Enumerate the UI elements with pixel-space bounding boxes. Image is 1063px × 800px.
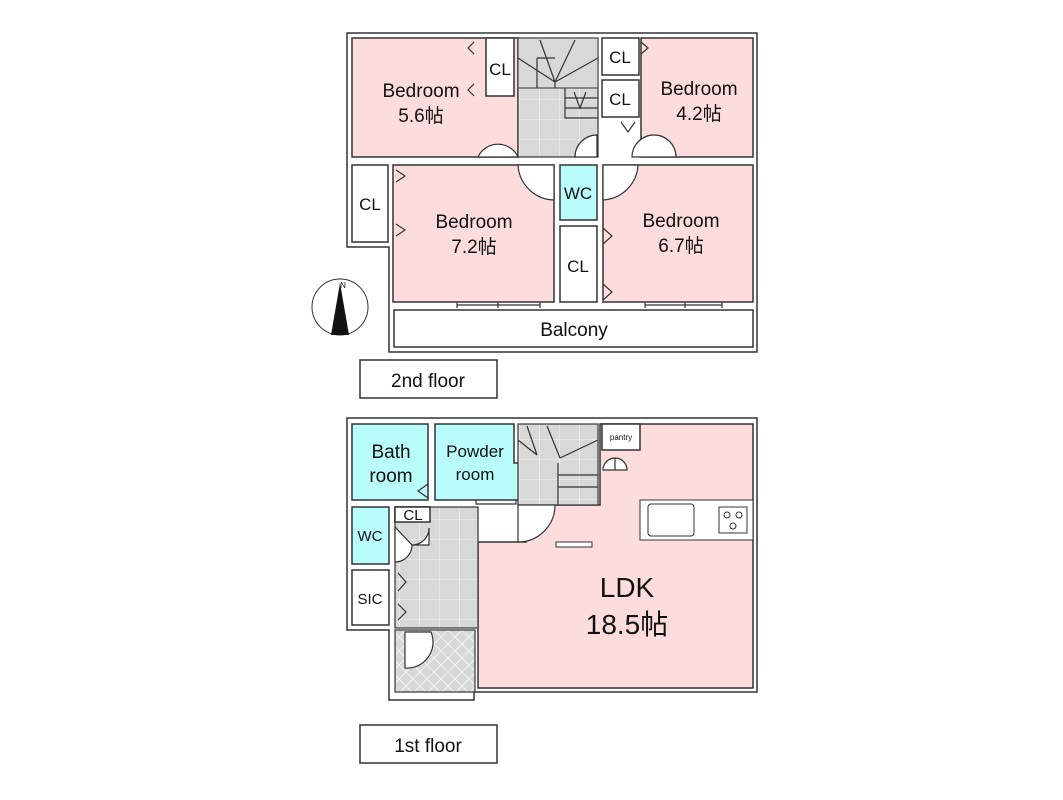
staircase-upper-icon <box>517 37 599 119</box>
bathroom-label: room <box>369 466 412 487</box>
ldk-window-mark <box>555 541 593 548</box>
pantry-door[interactable] <box>602 457 628 471</box>
powder-room-label: Powder <box>446 442 504 461</box>
second-floor-label-box <box>359 359 498 399</box>
pantry <box>601 423 641 451</box>
compass-north-icon: N <box>311 278 369 336</box>
wc-first-floor <box>351 506 390 565</box>
closet-door-marks <box>395 41 649 301</box>
door-bedroom-7-2[interactable] <box>517 164 555 201</box>
bedroom-4-2-size: 4.2帖 <box>676 103 721 125</box>
sic-label: SIC <box>357 591 382 608</box>
ldk-door[interactable] <box>517 504 556 543</box>
window-mark <box>475 500 517 505</box>
pantry-label: pantry <box>610 433 632 442</box>
sic-storage <box>351 569 390 626</box>
sink-icon <box>647 503 695 537</box>
wc-door[interactable] <box>394 525 430 563</box>
closet-label: CL <box>609 48 631 67</box>
window-marks <box>456 302 723 308</box>
closet-ne-lower <box>601 79 640 118</box>
bathroom <box>351 423 429 501</box>
closet-center <box>559 225 598 303</box>
bedroom-5-6-label: Bedroom <box>382 81 459 102</box>
ldk-size: 18.5帖 <box>586 609 669 640</box>
bathroom-label: Bath <box>371 442 410 463</box>
wc-label: WC <box>564 184 592 203</box>
bedroom-4-2-label: Bedroom <box>660 79 737 100</box>
closet-first-floor-box <box>394 506 431 523</box>
closet-label: CL <box>403 507 422 524</box>
kitchen-counter <box>639 499 754 541</box>
balcony <box>393 309 754 348</box>
closet-label: CL <box>489 60 511 79</box>
closet-label: CL <box>609 90 631 109</box>
door-bedroom-4-2[interactable] <box>631 134 677 158</box>
first-floor-plan: Bath room Powder room pantry WC CL SIC L… <box>346 417 758 764</box>
closet-label: CL <box>359 195 381 214</box>
bedroom-5-6-size: 5.6帖 <box>398 105 443 127</box>
balcony-label: Balcony <box>540 320 608 341</box>
wc-label: WC <box>358 528 383 545</box>
closet-ne-upper <box>601 37 640 76</box>
first-floor-label: 1st floor <box>394 736 462 757</box>
ldk-label: LDK <box>600 572 655 603</box>
hallway <box>394 506 479 629</box>
door-wc-top[interactable] <box>574 134 598 158</box>
door-bedroom-5-6[interactable] <box>477 143 519 158</box>
powder-room-label: room <box>456 465 495 484</box>
door-bedroom-6-7[interactable] <box>602 164 639 201</box>
closet-nw <box>485 37 515 97</box>
second-floor-label: 2nd floor <box>391 371 466 392</box>
second-floor-plan: Bedroom 5.6帖 CL CL CL Bedroom 4.2帖 CL Be… <box>311 32 758 399</box>
first-floor-label-box <box>359 724 498 764</box>
bedroom-6-7-label: Bedroom <box>642 211 719 232</box>
svg-text:N: N <box>340 281 346 290</box>
closet-label: CL <box>567 257 589 276</box>
bedroom-6-7-size: 6.7帖 <box>658 235 703 257</box>
entrance-door[interactable] <box>404 631 434 669</box>
staircase-lines <box>517 425 599 505</box>
closet-west <box>351 164 389 243</box>
wc-second-floor <box>559 164 598 221</box>
bedroom-7-2-size: 7.2帖 <box>451 236 496 258</box>
bedroom-7-2-label: Bedroom <box>435 212 512 233</box>
door-marks <box>397 483 429 621</box>
